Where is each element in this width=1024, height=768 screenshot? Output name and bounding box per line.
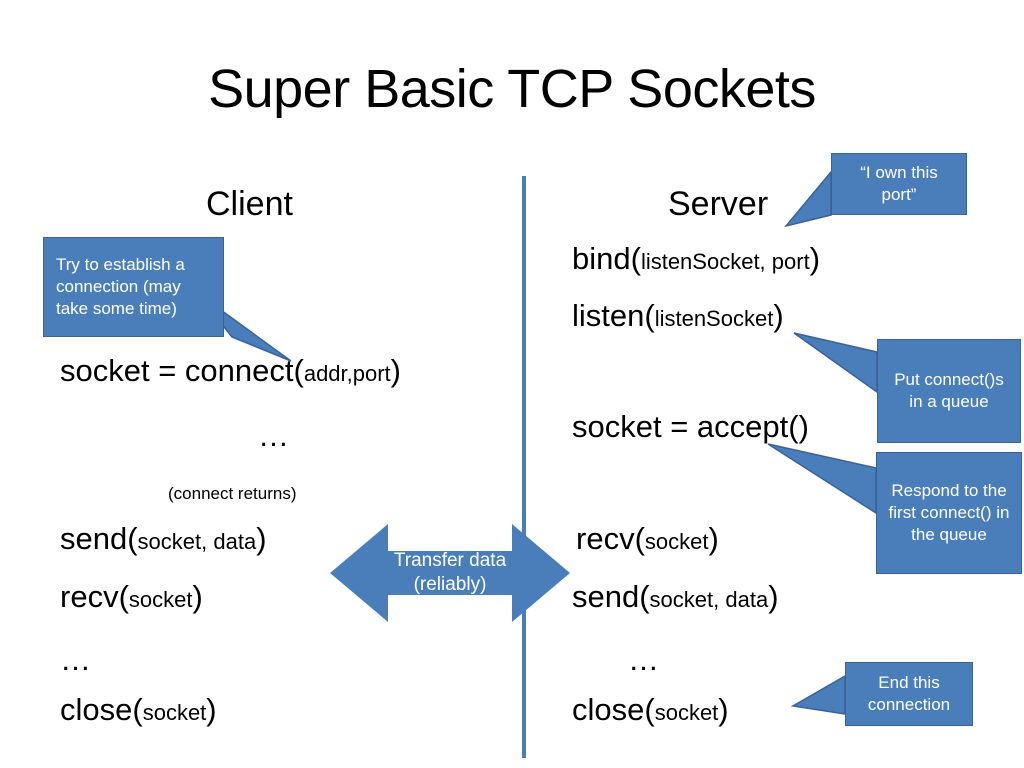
server-close-args: socket (654, 700, 719, 725)
callout-connect-text: Try to establish a connection (may take … (56, 254, 185, 319)
client-line-recv: recv(socket) (60, 579, 203, 614)
client-close-call: close( (60, 692, 143, 727)
server-listen-args: listenSocket (654, 306, 774, 331)
client-send-close: ) (256, 521, 267, 556)
callout-own-port-box[interactable]: “I own this port” (831, 153, 967, 215)
callout-respond-box[interactable]: Respond to the first connect() in the qu… (876, 452, 1022, 574)
server-bind-call: bind( (572, 241, 641, 276)
client-close-args: socket (142, 700, 207, 725)
server-close-close: ) (718, 692, 729, 727)
callout-end-connection-text: End this connection (867, 672, 951, 714)
server-ellipsis: … (628, 642, 659, 677)
server-recv-close: ) (708, 521, 719, 556)
client-line-connect: socket = connect(addr,port) (60, 353, 401, 388)
server-close-call: close( (572, 692, 655, 727)
client-send-args: socket, data (137, 529, 257, 554)
server-send-close: ) (768, 579, 779, 614)
client-recv-close: ) (192, 579, 203, 614)
client-recv-call: recv( (60, 579, 129, 614)
client-line-send: send(socket, data) (60, 521, 267, 556)
callout-own-port-text: “I own this port” (860, 162, 938, 204)
transfer-data-arrow-icon (330, 524, 570, 622)
server-column-heading: Server (668, 185, 769, 223)
server-listen-call: listen( (572, 298, 655, 333)
server-recv-call: recv( (576, 521, 645, 556)
server-send-call: send( (572, 579, 650, 614)
client-ellipsis-2: … (60, 642, 91, 677)
column-divider (522, 176, 526, 758)
server-line-bind: bind(listenSocket, port) (572, 241, 821, 276)
server-recv-args: socket (644, 529, 709, 554)
callout-connect-box[interactable]: Try to establish a connection (may take … (43, 237, 224, 337)
server-line-recv: recv(socket) (576, 521, 719, 556)
callout-queue-text: Put connect()s in a queue (894, 369, 1004, 411)
callout-queue-box[interactable]: Put connect()s in a queue (877, 339, 1021, 443)
callout-end-connection-box[interactable]: End this connection (845, 662, 973, 726)
server-bind-close: ) (809, 241, 821, 276)
server-line-close: close(socket) (572, 692, 729, 727)
server-line-accept: socket = accept() (572, 409, 809, 444)
page-title: Super Basic TCP Sockets (208, 59, 816, 119)
server-line-send: send(socket, data) (572, 579, 779, 614)
client-close-close: ) (206, 692, 217, 727)
server-listen-close: ) (773, 298, 784, 333)
client-connect-close: ) (390, 353, 401, 388)
client-connect-call: socket = connect( (60, 353, 304, 388)
client-recv-args: socket (128, 587, 193, 612)
callout-respond-text: Respond to the first connect() in the qu… (888, 480, 1010, 545)
client-column-heading: Client (206, 185, 293, 223)
client-connect-returns-note: (connect returns) (168, 484, 297, 503)
server-accept-call: socket = accept() (572, 409, 809, 444)
client-send-call: send( (60, 521, 138, 556)
server-line-listen: listen(listenSocket) (572, 298, 784, 333)
server-bind-args: listenSocket, port (640, 249, 810, 274)
server-send-args: socket, data (649, 587, 769, 612)
client-line-close: close(socket) (60, 692, 217, 727)
client-connect-args: addr,port (303, 361, 391, 386)
client-ellipsis: … (258, 418, 289, 453)
